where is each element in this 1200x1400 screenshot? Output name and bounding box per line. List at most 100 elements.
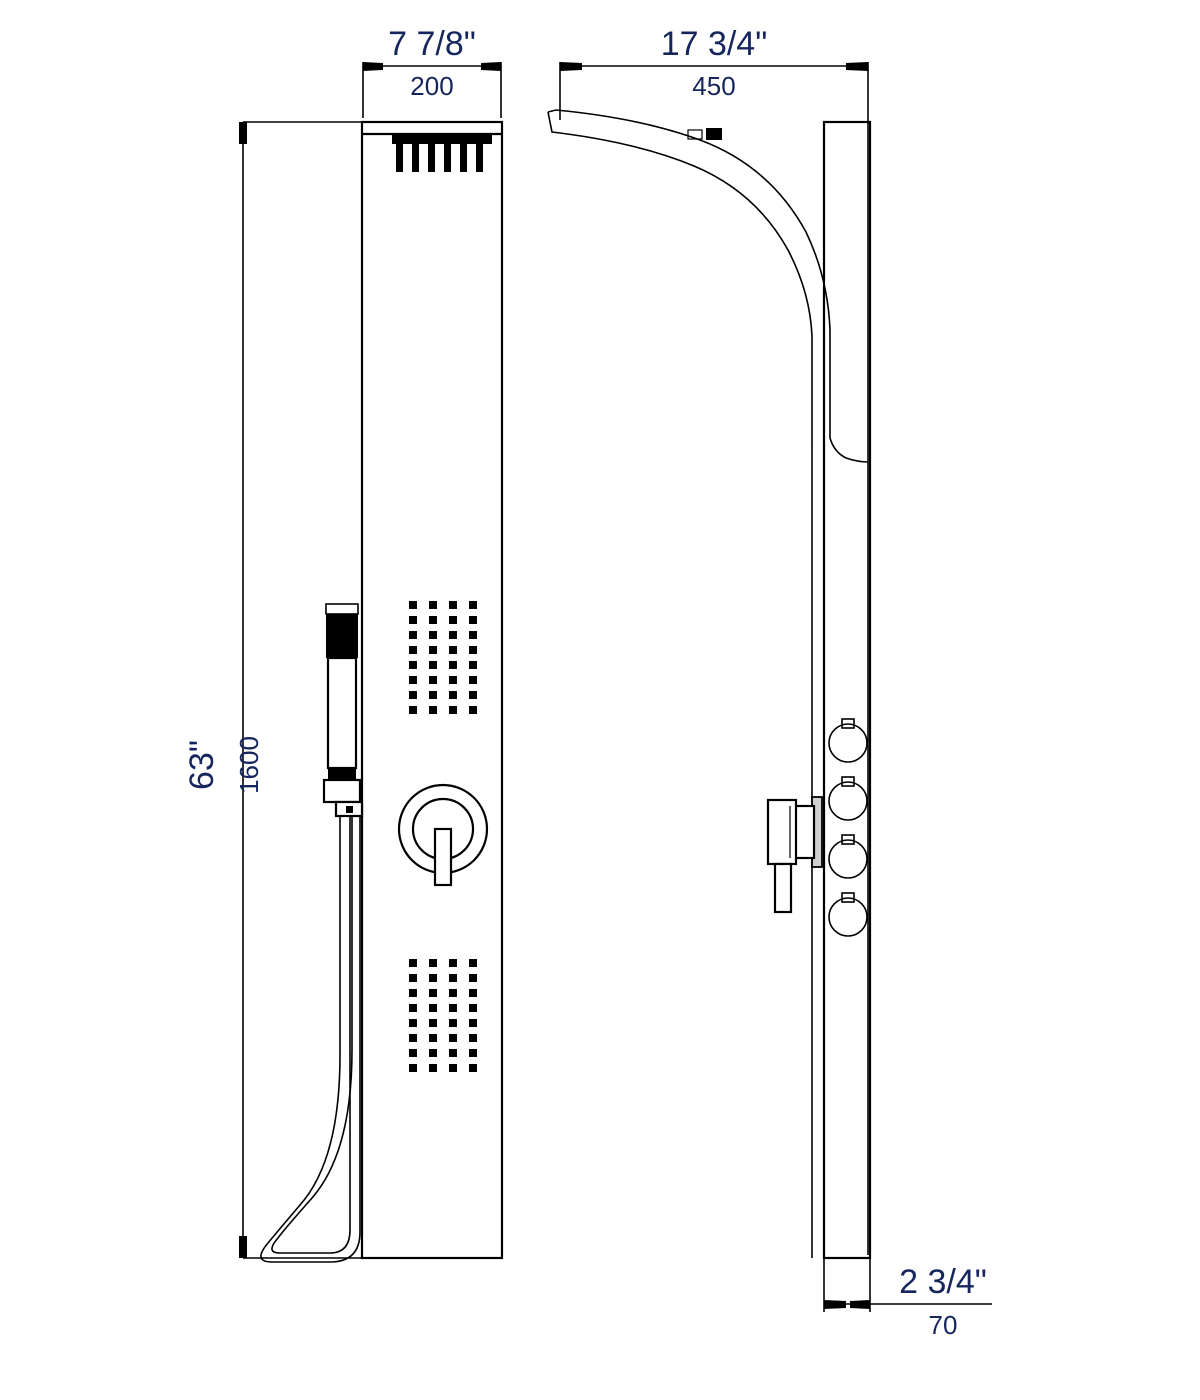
rain-head-plate [392,134,492,144]
body-jet [469,989,477,997]
body-jet [409,1034,417,1042]
body-jet [449,706,457,714]
body-jet [469,1004,477,1012]
rain-head-nozzle [460,144,467,172]
arm-lower-edge [547,111,813,448]
dim-arm-reach-metric: 450 [692,71,735,101]
dim-panel-depth-metric: 70 [929,1310,958,1340]
body-jet [449,661,457,669]
body-jet-array-upper [409,601,477,714]
mixer-valve-body[interactable] [766,796,823,914]
dimension-panel-width [362,62,502,118]
body-jet [429,989,437,997]
arm-fitting [706,128,722,140]
side-view [547,109,872,1260]
dim-panel-depth-imperial: 2 3/4" [899,1263,987,1301]
body-jet [429,676,437,684]
body-jet [469,691,477,699]
body-jet [449,646,457,654]
body-jet [429,601,437,609]
side-jet-nub [841,776,855,787]
body-jet [409,1019,417,1027]
body-jet [469,1019,477,1027]
dim-panel-width-metric: 200 [410,71,453,101]
arrow-bottom [239,1236,247,1258]
body-jet [469,1034,477,1042]
body-jet [449,974,457,982]
mixer-valve-handle[interactable] [397,783,489,887]
wand-handle [326,656,358,770]
body-jet [409,616,417,624]
hose-outer-left [267,816,341,1244]
bracket-pivot-screw [346,806,353,813]
mixer-valve-housing [766,798,798,866]
side-jet-nozzles [828,718,868,937]
body-jet [409,959,417,967]
arrow-left [824,1300,846,1309]
rain-head-nozzle [444,144,451,172]
side-jet-nozzle [828,839,868,879]
rain-shower-head [392,134,492,172]
rain-head-nozzle [428,144,435,172]
body-jet [429,1064,437,1072]
side-jet-nozzle [828,897,868,937]
side-jet-nozzle [828,723,868,763]
body-jet [449,959,457,967]
body-jet [409,974,417,982]
body-jet [429,1019,437,1027]
body-jet [409,1004,417,1012]
hose-bottom-outer [260,1242,330,1263]
side-jet-nozzle [828,781,868,821]
body-jet [449,1064,457,1072]
body-jet [469,676,477,684]
body-jet [449,1004,457,1012]
body-jet [409,631,417,639]
arrow-left [363,62,383,71]
dimension-panel-depth [823,1258,992,1312]
side-jet-nub [841,718,855,729]
wand-head-body [326,614,358,658]
body-jet [449,676,457,684]
dimension-arm-reach [559,62,869,1255]
hose-outer-right [329,816,361,1263]
mixer-lever-arm [433,827,453,887]
side-panel-body [822,120,872,1260]
rain-head-nozzle [396,144,403,172]
shower-hose-loop [260,816,361,1263]
body-jet [469,601,477,609]
body-jet [449,1049,457,1057]
dimension-panel-height [239,121,500,1259]
handheld-wand[interactable] [325,603,359,780]
body-jet [409,601,417,609]
dim-panel-height-imperial: 63" [183,740,221,790]
dim-panel-width-imperial: 7 7/8" [388,25,476,63]
side-jet-nub [841,834,855,845]
body-jet [469,616,477,624]
side-jet-nub [841,892,855,903]
arm-fitting-flange [687,129,703,140]
front-view [260,120,504,1263]
body-jet [449,691,457,699]
body-jet [469,974,477,982]
body-jet [409,691,417,699]
body-jet [449,616,457,624]
dim-panel-height-metric: 1600 [234,736,264,794]
body-jet [429,706,437,714]
body-jet [449,1034,457,1042]
arrow-right [846,62,868,71]
arm-tail-outer [829,437,869,463]
body-jet [469,646,477,654]
body-jet [449,989,457,997]
front-panel-body [360,120,504,1260]
body-jet [429,631,437,639]
arrow-left [560,62,582,71]
wand-base-collar [328,768,356,780]
body-jet [409,646,417,654]
body-jet [449,631,457,639]
body-jet [429,959,437,967]
hose-inner-left [277,816,353,1239]
body-jet [429,1049,437,1057]
hose-inner-right [329,816,351,1254]
